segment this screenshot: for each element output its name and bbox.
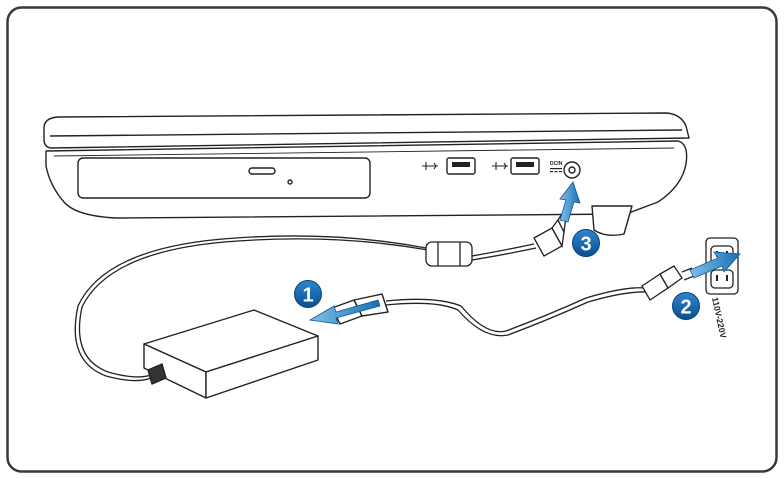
arrow-icon — [559, 181, 581, 223]
dc-in-icon: DCIN — [550, 161, 563, 173]
arrow-icon — [308, 299, 381, 325]
ferrite-core — [425, 241, 473, 267]
step-number: 1 — [302, 285, 313, 307]
eject-slot — [248, 167, 276, 175]
step-badge-1: 1 — [294, 280, 322, 308]
step-badge-3: 3 — [572, 229, 600, 257]
usb-icon — [422, 162, 438, 170]
step-number: 3 — [580, 234, 591, 256]
diagram-frame — [6, 6, 778, 473]
arrow-icon — [689, 251, 741, 279]
step-badge-2: 2 — [672, 292, 700, 320]
optical-drive — [77, 157, 371, 199]
usb-icon — [492, 162, 508, 170]
ac-plug — [641, 265, 695, 301]
laptop-icon: DCIN — [43, 112, 690, 237]
setup-diagram: DCIN — [6, 6, 778, 473]
dc-in-label: DCIN — [550, 161, 563, 167]
power-adapter-icon — [143, 293, 389, 399]
step-number: 2 — [680, 297, 691, 319]
